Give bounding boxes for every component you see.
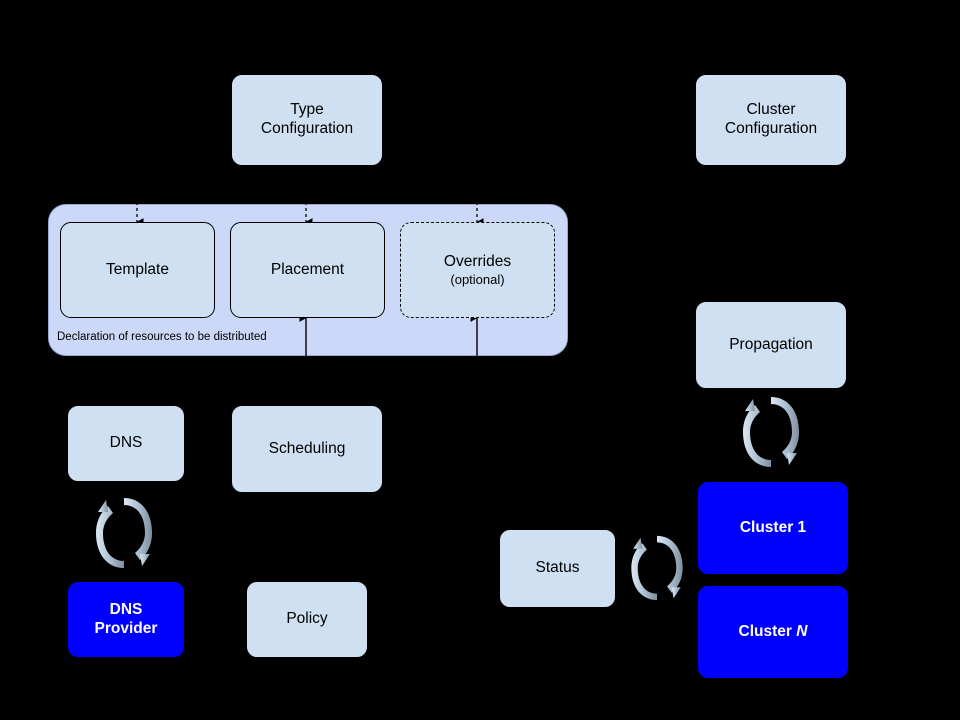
node-cluster-n[interactable]: Cluster N <box>697 585 849 679</box>
node-propagation-label: Propagation <box>729 335 813 353</box>
node-placement[interactable]: Placement <box>230 222 385 318</box>
node-placement-label: Placement <box>270 260 345 278</box>
node-scheduling-label: Scheduling <box>268 439 346 457</box>
node-cluster-1-label: Cluster 1 <box>739 518 807 536</box>
group-caption: Declaration of resources to be distribut… <box>57 331 267 343</box>
node-policy-label: Policy <box>286 610 328 628</box>
cluster-configuration-line2: Configuration <box>724 120 818 137</box>
type-configuration-line1: Type <box>290 101 324 119</box>
node-cluster-1[interactable]: Cluster 1 <box>697 481 849 575</box>
node-scheduling[interactable]: Scheduling <box>231 405 383 493</box>
sync-arrows-icon-dns <box>96 498 152 568</box>
node-overrides-title: Overrides <box>443 252 512 270</box>
node-dns-provider[interactable]: DNS Provider <box>67 581 185 658</box>
node-dns[interactable]: DNS <box>67 405 185 482</box>
node-type-configuration[interactable]: Type Configuration <box>231 74 383 166</box>
node-cluster-configuration-label: Cluster Configuration <box>725 101 817 138</box>
node-overrides-sublabel: (optional) <box>450 271 505 287</box>
node-dns-label: DNS <box>109 434 143 452</box>
node-dns-provider-line1: DNS <box>109 600 143 618</box>
node-type-configuration-label: Type Configuration <box>261 101 353 138</box>
node-status[interactable]: Status <box>499 529 616 608</box>
node-dns-provider-label: DNS Provider <box>95 601 158 638</box>
type-configuration-line2: Configuration <box>260 120 354 137</box>
sync-arrows-icon-status <box>631 535 683 601</box>
node-policy[interactable]: Policy <box>246 581 368 658</box>
cluster-configuration-line1: Cluster <box>746 101 796 119</box>
node-overrides[interactable]: Overrides (optional) <box>400 222 555 318</box>
node-cluster-configuration[interactable]: Cluster Configuration <box>695 74 847 166</box>
node-template[interactable]: Template <box>60 222 215 318</box>
node-cluster-n-label: Cluster N <box>739 623 808 642</box>
sync-arrows-icon-propagation <box>743 397 799 467</box>
node-dns-provider-line2: Provider <box>94 619 158 637</box>
node-overrides-label: Overrides (optional) <box>444 253 511 287</box>
node-status-label: Status <box>535 559 580 577</box>
node-propagation[interactable]: Propagation <box>695 301 847 389</box>
node-cluster-n-prefix: Cluster <box>738 622 797 640</box>
node-template-label: Template <box>106 260 169 278</box>
node-cluster-n-suffix: N <box>796 622 808 640</box>
